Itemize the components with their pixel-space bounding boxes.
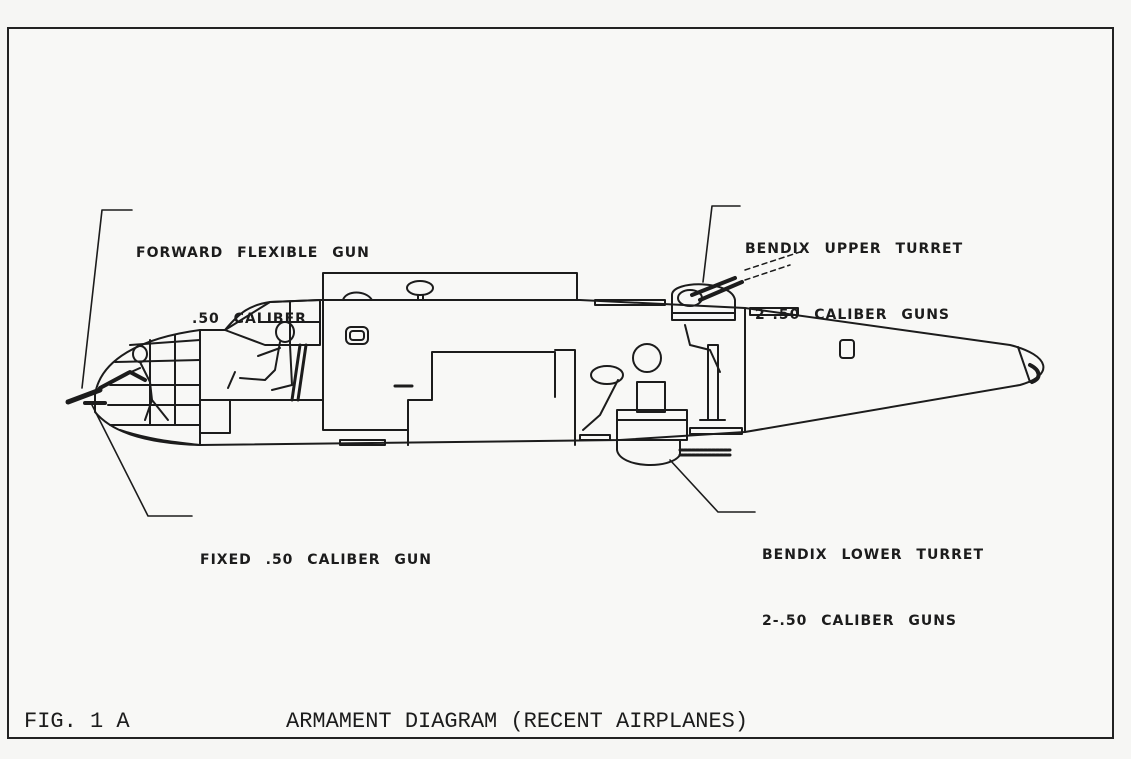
leader-forward-flexible-gun bbox=[81, 209, 133, 389]
callout-forward-flexible-gun-line2: .50 CALIBER bbox=[192, 311, 307, 327]
figure-title: ARMAMENT DIAGRAM (RECENT AIRPLANES) bbox=[286, 709, 749, 734]
window bbox=[345, 326, 369, 345]
callout-lower-turret: BENDIX LOWER TURRET 2-.50 CALIBER GUNS bbox=[762, 500, 984, 654]
lower-turret bbox=[582, 343, 732, 466]
fuselage-outline bbox=[94, 299, 1045, 446]
bomb-bay bbox=[407, 351, 556, 446]
upper-turret bbox=[671, 251, 801, 421]
callout-upper-turret: BENDIX UPPER TURRET 2-.50 CALIBER GUNS bbox=[745, 194, 963, 348]
callout-lower-turret-line1: BENDIX LOWER TURRET bbox=[762, 547, 985, 563]
pilot-figure bbox=[227, 321, 295, 391]
antenna-housing bbox=[406, 280, 434, 296]
leader-lower-turret bbox=[669, 459, 756, 513]
callout-forward-flexible-gun-line1: FORWARD FLEXIBLE GUN bbox=[136, 245, 370, 261]
aft-window bbox=[839, 339, 855, 359]
leader-upper-turret bbox=[702, 205, 741, 283]
callout-lower-turret-line2: 2-.50 CALIBER GUNS bbox=[762, 613, 958, 629]
callout-upper-turret-line1: BENDIX UPPER TURRET bbox=[745, 241, 964, 257]
bombardier-figure bbox=[117, 345, 169, 421]
callout-forward-flexible-gun: FORWARD FLEXIBLE GUN .50 CALIBER bbox=[136, 198, 370, 352]
astrodome bbox=[342, 291, 373, 301]
forward-flexible-gun bbox=[65, 387, 103, 405]
tail-glazing bbox=[1017, 346, 1031, 383]
top-rail bbox=[322, 272, 578, 301]
figure-number: FIG. 1 A bbox=[24, 709, 130, 734]
callout-fixed-gun-line1: FIXED .50 CALIBER GUN bbox=[200, 552, 433, 568]
leader-fixed-gun bbox=[91, 404, 193, 517]
figure-border bbox=[7, 27, 1114, 739]
callout-fixed-gun: FIXED .50 CALIBER GUN bbox=[200, 505, 432, 593]
callout-upper-turret-line2: 2-.50 CALIBER GUNS bbox=[755, 307, 951, 323]
